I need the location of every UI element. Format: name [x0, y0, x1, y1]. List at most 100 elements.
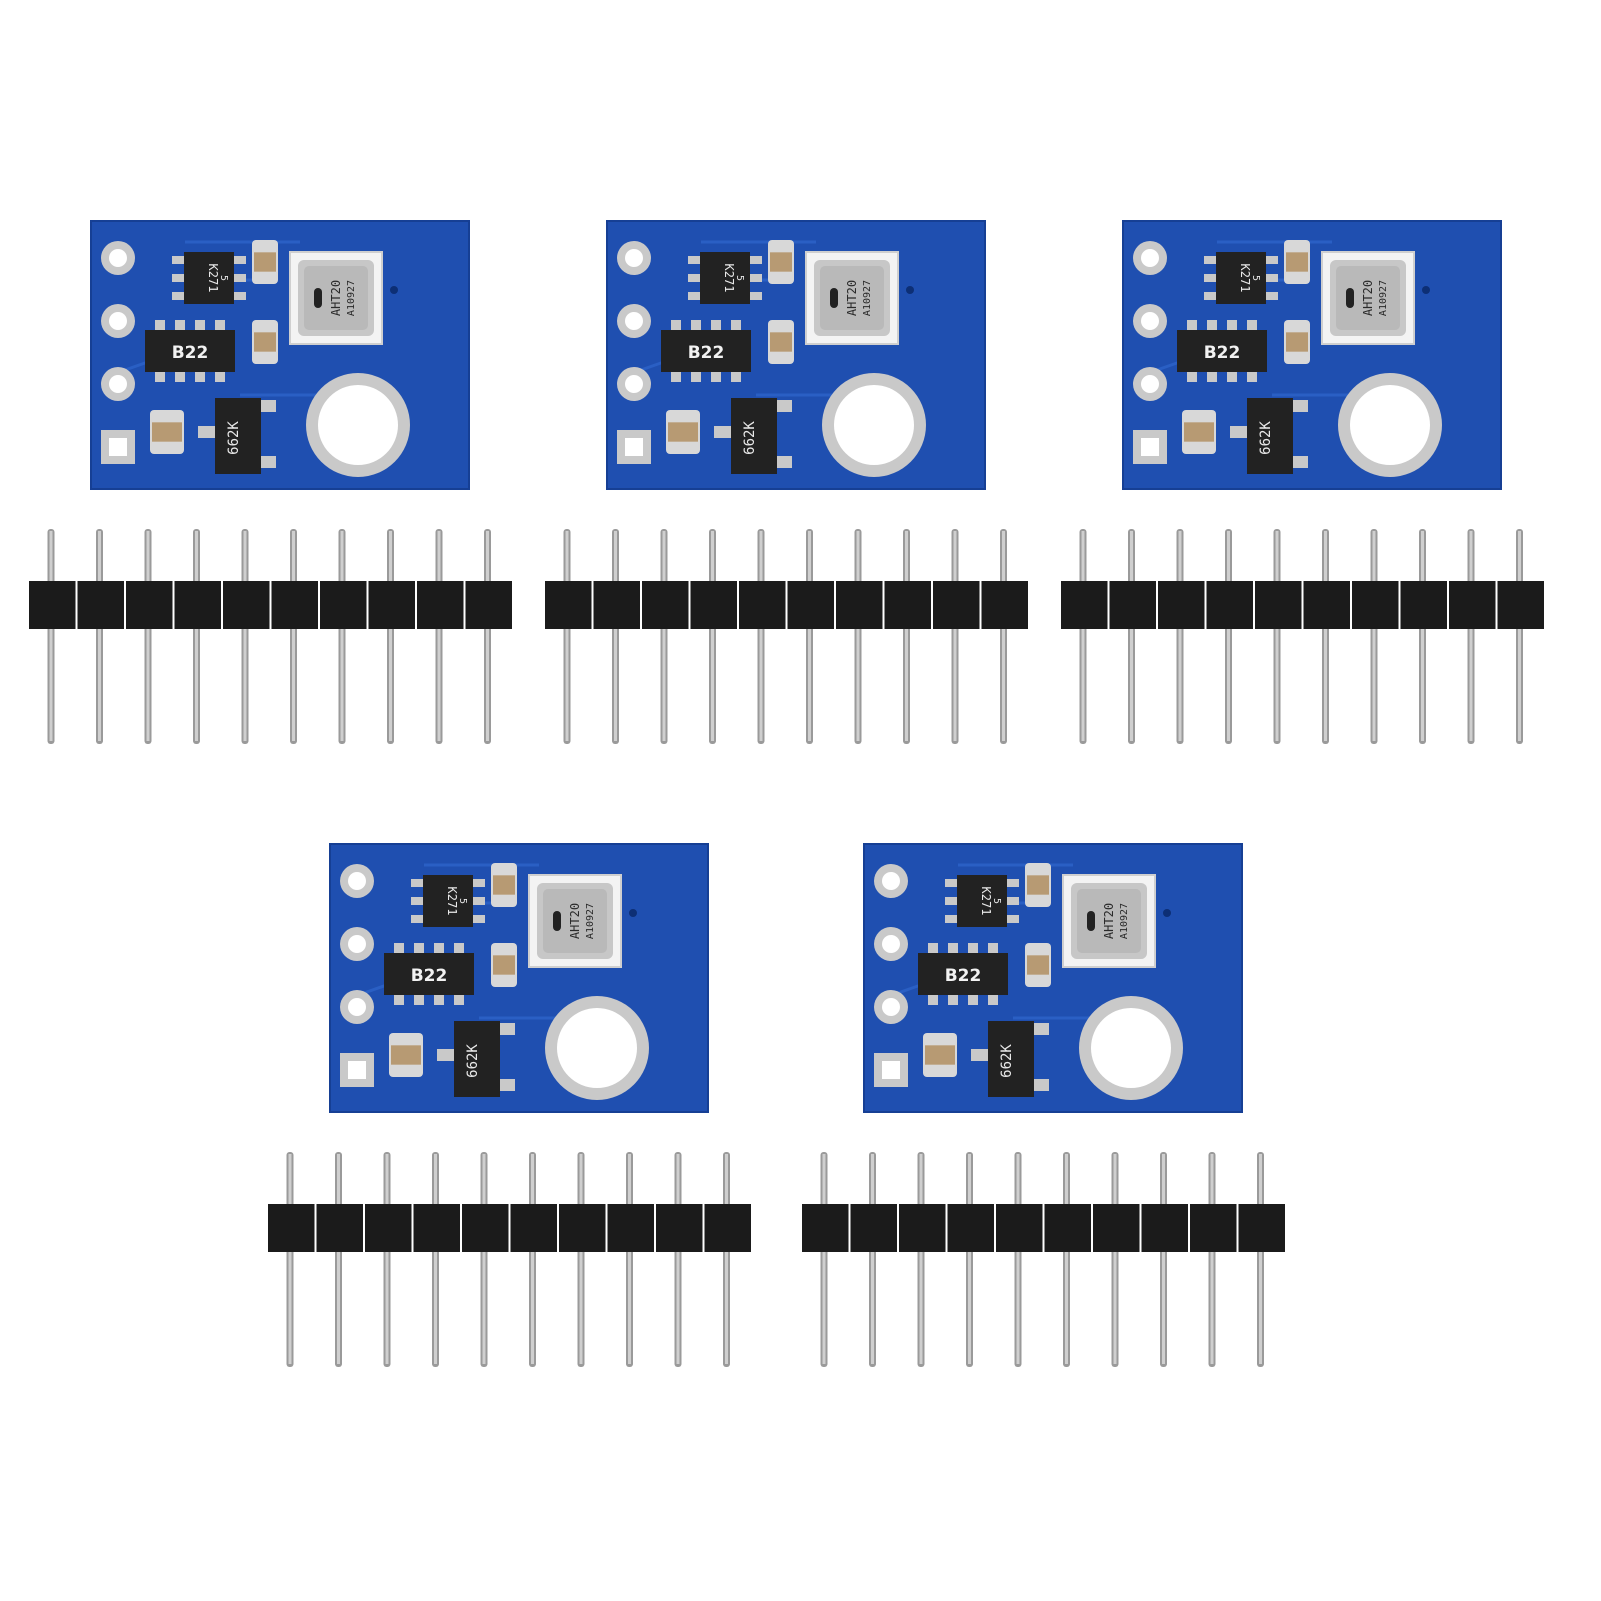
reg-lead — [1031, 1023, 1049, 1035]
header-housing-segment — [704, 1204, 751, 1252]
smd-capacitor — [1025, 863, 1051, 907]
header-housing-segment — [559, 1204, 606, 1252]
pad-hole — [625, 312, 643, 330]
cap-body — [493, 955, 515, 975]
chip-lead — [748, 256, 762, 264]
pin-highlight — [389, 531, 392, 741]
header-housing-segment — [465, 581, 512, 629]
reg-lead — [1290, 456, 1308, 468]
chip-lead — [1204, 274, 1218, 282]
pin-highlight — [953, 531, 957, 741]
sensor-lid — [820, 266, 884, 330]
header-housing-segment — [417, 581, 464, 629]
reg-lead — [1290, 400, 1308, 412]
header-housing-segment — [802, 1204, 849, 1252]
header-housing-segment — [77, 581, 124, 629]
pin-highlight — [1324, 531, 1327, 741]
pin-highlight — [482, 1154, 486, 1364]
header-housing-segment — [1141, 1204, 1188, 1252]
header-housing-segment — [1158, 581, 1205, 629]
header-housing-segment — [1109, 581, 1156, 629]
pin-highlight — [1113, 1154, 1117, 1364]
header-housing-segment — [413, 1204, 460, 1252]
pad-hole — [348, 935, 366, 953]
pin-highlight — [1002, 531, 1005, 741]
chip-body — [184, 252, 234, 304]
header-housing-segment — [787, 581, 834, 629]
pin-header-drawing — [802, 1152, 1285, 1367]
sensor-marking: AHT20 — [845, 280, 859, 316]
smd-capacitor — [150, 410, 184, 454]
mounting-hole — [1091, 1008, 1171, 1088]
header-housing-segment — [1044, 1204, 1091, 1252]
chip-lead — [945, 879, 959, 887]
header-housing-segment — [1497, 581, 1544, 629]
pad-hole — [348, 998, 366, 1016]
chip-lead — [1204, 292, 1218, 300]
pin-highlight — [919, 1154, 923, 1364]
array-lead — [394, 993, 404, 1005]
via — [390, 286, 398, 294]
header-housing-segment — [510, 1204, 557, 1252]
reg-lead — [258, 400, 276, 412]
pin-highlight — [725, 1154, 728, 1364]
chip-lead — [471, 915, 485, 923]
chip-lead — [1264, 274, 1278, 282]
regulator-662k: 662K — [971, 1021, 1049, 1097]
pin-highlight — [385, 1154, 389, 1364]
header-housing-segment — [996, 1204, 1043, 1252]
pad-hole — [882, 872, 900, 890]
sensor-lid — [1077, 889, 1141, 953]
array-lead — [215, 370, 225, 382]
chip-marking: K271 — [445, 887, 459, 916]
array-lead — [195, 370, 205, 382]
sensor-window — [1087, 911, 1095, 931]
header-housing-segment — [1449, 581, 1496, 629]
smd-capacitor — [768, 320, 794, 364]
array-body — [661, 330, 751, 372]
sensor-marking: AHT20 — [1102, 903, 1116, 939]
header-housing-segment — [836, 581, 883, 629]
array-lead — [215, 320, 225, 332]
pin-highlight — [856, 531, 860, 741]
array-lead — [671, 370, 681, 382]
pin-highlight — [292, 531, 295, 741]
reg-lead — [258, 456, 276, 468]
cap-body — [254, 252, 276, 272]
array-marking: B22 — [945, 966, 982, 986]
array-marking: B22 — [1204, 343, 1241, 363]
pad-hole — [1141, 438, 1159, 456]
pin-header — [1059, 525, 1559, 750]
pin-highlight — [340, 531, 344, 741]
array-lead — [928, 993, 938, 1005]
pin-highlight — [1518, 531, 1521, 741]
chip-body — [700, 252, 750, 304]
cap-body — [770, 252, 792, 272]
smd-capacitor — [491, 863, 517, 907]
reg-body — [731, 398, 777, 474]
pin-highlight — [808, 531, 811, 741]
reg-marking: 662K — [1258, 421, 1274, 455]
sensor-marking: AHT20 — [1361, 280, 1375, 316]
pcb-edge — [329, 843, 709, 1113]
reg-lead — [714, 426, 734, 438]
array-lead — [434, 943, 444, 955]
sensor-marking: A10927 — [862, 280, 873, 316]
reg-lead — [1230, 426, 1250, 438]
pad-hole — [109, 312, 127, 330]
pin-highlight — [1178, 531, 1182, 741]
array-lead — [948, 993, 958, 1005]
pad-hole — [348, 1061, 366, 1079]
pin-highlight — [1259, 1154, 1262, 1364]
array-marking: B22 — [688, 343, 725, 363]
header-housing-segment — [933, 581, 980, 629]
header-housing-segment — [1352, 581, 1399, 629]
